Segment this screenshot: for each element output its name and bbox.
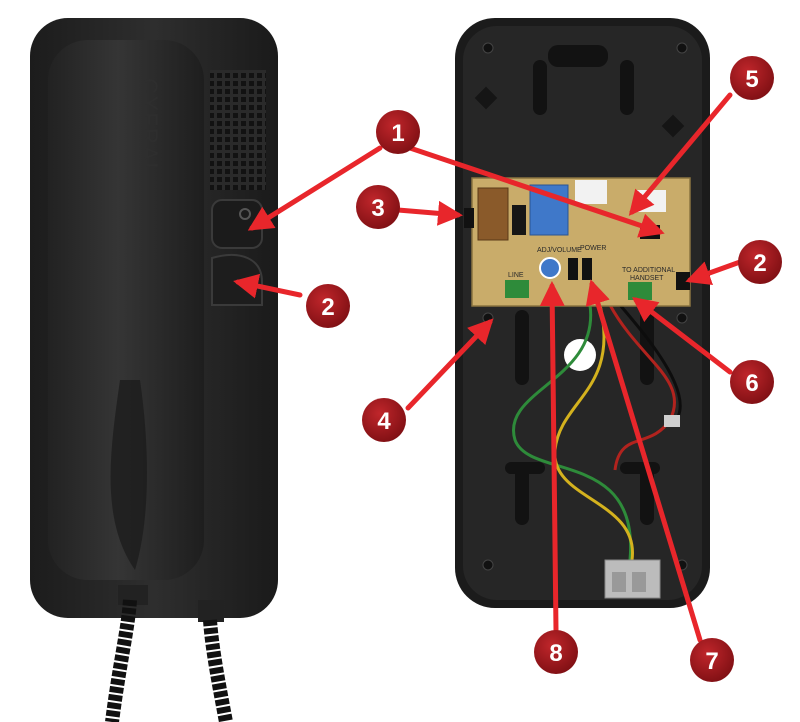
label-power: POWER xyxy=(580,245,606,252)
jumper-8 xyxy=(582,258,592,280)
arrow-3 xyxy=(395,200,463,226)
wire-connector xyxy=(612,572,626,592)
wire-connector xyxy=(632,572,646,592)
mount-slot xyxy=(548,45,608,67)
side-switch xyxy=(464,208,474,228)
coiled-cord-right xyxy=(203,619,233,722)
arrow-1-front xyxy=(247,145,383,231)
label-handset: HANDSET xyxy=(630,275,664,282)
arrow-1-back xyxy=(407,145,665,238)
component-label xyxy=(575,180,607,204)
label-line: LINE xyxy=(508,272,524,279)
capacitor-component xyxy=(512,205,526,235)
arrow-2-front xyxy=(233,273,303,299)
marker-5: 5 xyxy=(730,56,774,100)
callout-arrows xyxy=(233,92,743,643)
svg-text:7: 7 xyxy=(705,648,718,675)
arrow-4 xyxy=(405,318,494,411)
marker-6: 6 xyxy=(730,360,774,404)
arrow-7 xyxy=(585,279,703,643)
svg-text:4: 4 xyxy=(377,408,391,435)
mount-slot xyxy=(620,462,660,474)
standoff xyxy=(474,86,498,110)
brand-logo: CYFRAL xyxy=(137,78,162,177)
svg-text:1: 1 xyxy=(391,120,404,147)
volume-potentiometer xyxy=(539,257,561,279)
handset-groove xyxy=(110,380,147,570)
label-volume: ADJ/VOLUME xyxy=(537,247,582,254)
cord-plug-right xyxy=(198,600,224,622)
svg-text:2: 2 xyxy=(321,294,334,321)
arrow-8 xyxy=(539,281,565,633)
wire-green xyxy=(511,304,633,561)
screw xyxy=(482,559,494,571)
marker-8: 8 xyxy=(534,630,578,674)
arrow-2-back xyxy=(685,259,743,285)
mount-slot xyxy=(505,462,545,474)
marker-3: 3 xyxy=(356,185,400,229)
marker-2-back: 2 xyxy=(738,240,782,284)
transformer-component xyxy=(477,187,509,241)
intercom-front-view: CYFRAL xyxy=(30,18,278,722)
wire-black xyxy=(618,304,682,427)
arrow-5 xyxy=(628,92,733,216)
screw xyxy=(676,312,688,324)
jumper-7 xyxy=(568,258,578,280)
svg-text:2: 2 xyxy=(753,250,766,277)
svg-text:5: 5 xyxy=(745,66,758,93)
marker-4: 4 xyxy=(362,398,406,442)
speaker-grille xyxy=(210,70,266,190)
handset xyxy=(48,40,204,580)
arrow-6 xyxy=(632,296,733,375)
svg-text:6: 6 xyxy=(745,370,758,397)
screw xyxy=(482,42,494,54)
base-inner xyxy=(463,26,702,600)
mount-slot xyxy=(620,60,634,115)
callout-markers: 1 2 2 3 4 5 6 7 xyxy=(306,56,782,682)
marker-1: 1 xyxy=(376,110,420,154)
terminal-line xyxy=(505,280,529,298)
svg-text:3: 3 xyxy=(371,195,384,222)
terminal-handset xyxy=(628,282,652,300)
mount-slot xyxy=(533,60,547,115)
coiled-cord-left xyxy=(105,599,137,722)
svg-text:8: 8 xyxy=(549,640,562,667)
marker-7: 7 xyxy=(690,638,734,682)
mount-slot xyxy=(515,310,529,385)
mount-slot xyxy=(640,310,654,385)
label-to-additional: TO ADDITIONAL xyxy=(622,267,675,274)
marker-2-front: 2 xyxy=(306,284,350,328)
wire-connector xyxy=(664,415,680,427)
intercom-rear-view: LINE ADJ/VOLUME POWER TO ADDITIONAL HAND… xyxy=(455,18,710,608)
screw xyxy=(676,42,688,54)
mount-slot xyxy=(515,465,529,525)
